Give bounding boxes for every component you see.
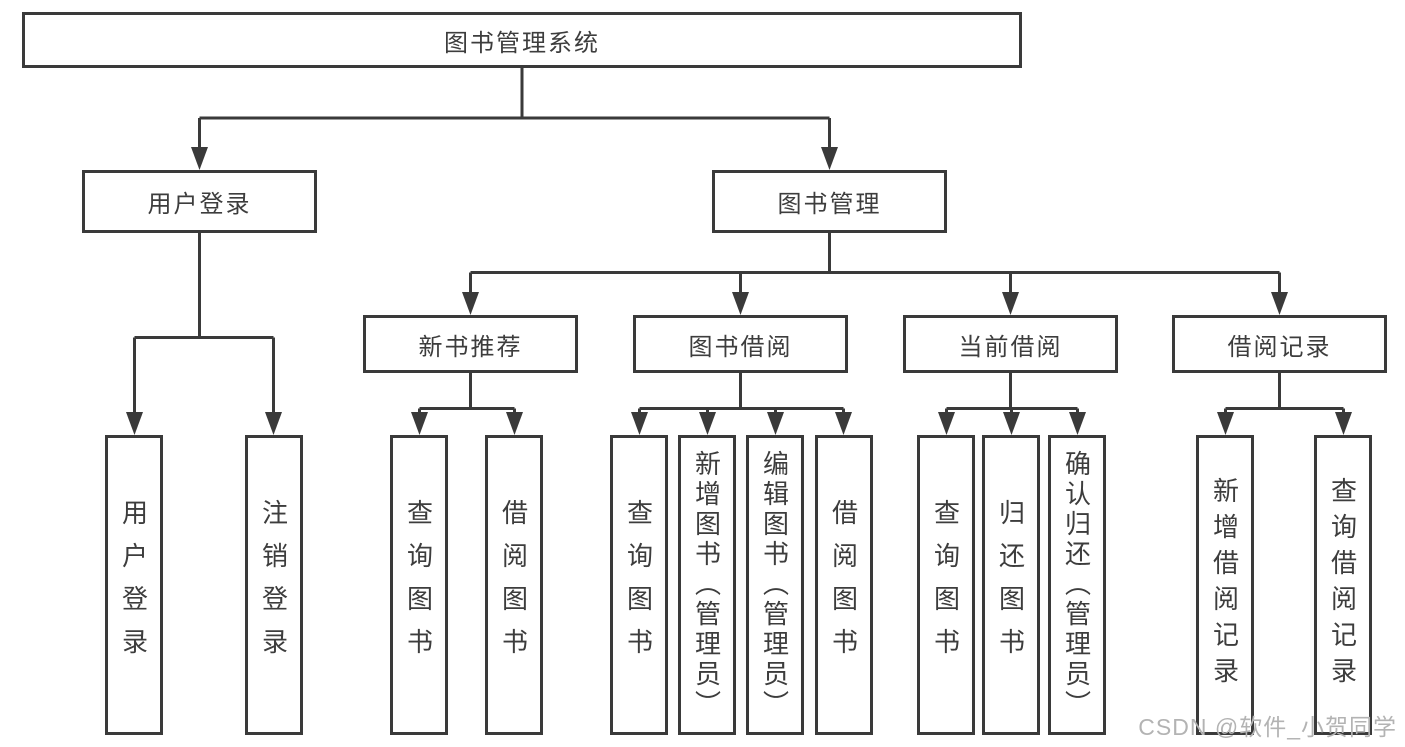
node-label: 用户登录 bbox=[147, 191, 252, 218]
node-label: 新增借阅记录 bbox=[1209, 477, 1240, 693]
node-label: 借阅图书 bbox=[498, 499, 529, 671]
node-label: 注销登录 bbox=[258, 499, 289, 671]
node-label: 当前借阅 bbox=[958, 333, 1063, 361]
node-label: 图书借阅 bbox=[688, 333, 793, 361]
node-leaf-query-books-recommend: 查询图书 bbox=[390, 435, 448, 735]
node-current-borrowing: 当前借阅 bbox=[903, 315, 1118, 373]
node-leaf-borrow-books-borrowing: 借阅图书 bbox=[815, 435, 873, 735]
node-leaf-borrow-books-recommend: 借阅图书 bbox=[485, 435, 543, 735]
node-label: 查询借阅记录 bbox=[1327, 477, 1358, 693]
node-label: 新增图书（管理员） bbox=[691, 450, 722, 720]
csdn-watermark: CSDN @软件_小贺同学 bbox=[1138, 714, 1397, 740]
node-book-borrowing: 图书借阅 bbox=[633, 315, 848, 373]
node-label: 图书管理 bbox=[777, 191, 882, 218]
node-label: 新书推荐 bbox=[418, 333, 523, 361]
node-label: 归还图书 bbox=[995, 499, 1026, 671]
arrowheads bbox=[126, 147, 1352, 435]
node-leaf-user-login: 用户登录 bbox=[105, 435, 163, 735]
node-label: 编辑图书（管理员） bbox=[759, 450, 790, 720]
node-leaf-query-books-borrowing: 查询图书 bbox=[610, 435, 668, 735]
node-leaf-return-book: 归还图书 bbox=[982, 435, 1040, 735]
node-label: 确认归还（管理员） bbox=[1061, 450, 1092, 720]
node-book-management-branch: 图书管理 bbox=[712, 170, 947, 233]
node-label: 用户登录 bbox=[118, 499, 149, 671]
node-label: 借阅图书 bbox=[828, 499, 859, 671]
node-new-book-recommend: 新书推荐 bbox=[363, 315, 578, 373]
node-label: 查询图书 bbox=[623, 499, 654, 671]
node-leaf-confirm-return-admin: 确认归还（管理员） bbox=[1048, 435, 1106, 735]
node-root: 图书管理系统 bbox=[22, 12, 1022, 68]
node-leaf-add-book-admin: 新增图书（管理员） bbox=[678, 435, 736, 735]
node-leaf-logout: 注销登录 bbox=[245, 435, 303, 735]
node-label: 图书管理系统 bbox=[444, 29, 600, 57]
node-label: 查询图书 bbox=[930, 499, 961, 671]
node-borrowing-records: 借阅记录 bbox=[1172, 315, 1387, 373]
node-leaf-edit-book-admin: 编辑图书（管理员） bbox=[746, 435, 804, 735]
node-label: 查询图书 bbox=[403, 499, 434, 671]
node-user-login-branch: 用户登录 bbox=[82, 170, 317, 233]
node-leaf-query-books-current: 查询图书 bbox=[917, 435, 975, 735]
node-leaf-query-borrow-record: 查询借阅记录 bbox=[1314, 435, 1372, 735]
node-leaf-add-borrow-record: 新增借阅记录 bbox=[1196, 435, 1254, 735]
node-label: 借阅记录 bbox=[1227, 333, 1332, 361]
